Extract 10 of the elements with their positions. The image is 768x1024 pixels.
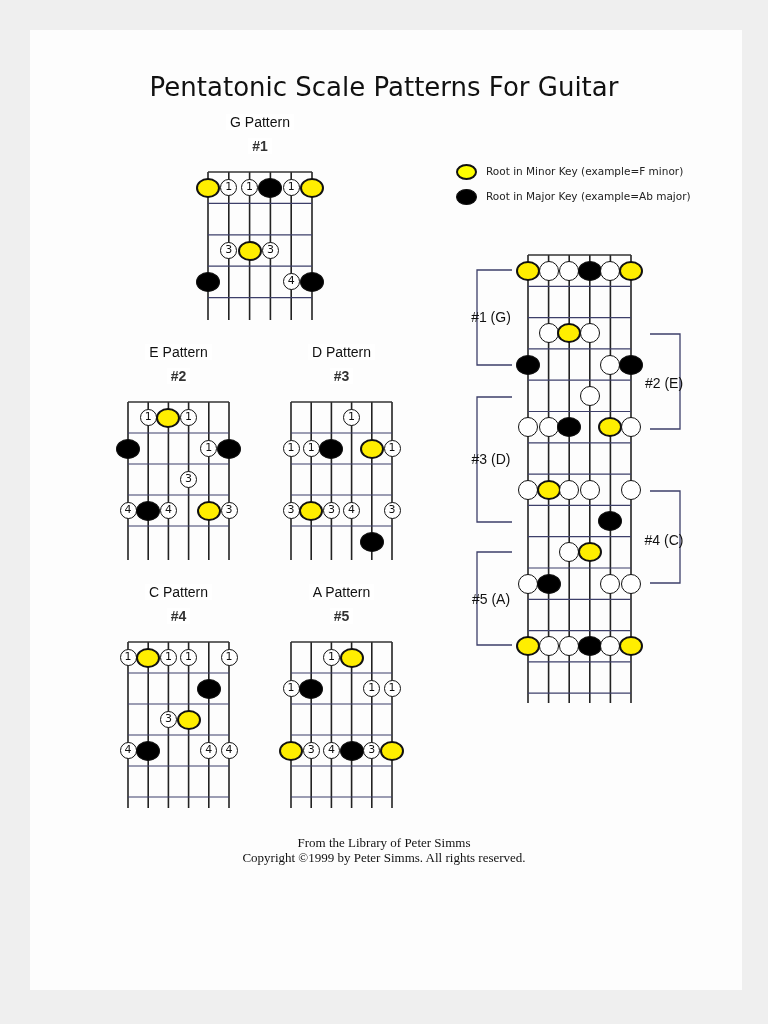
pattern-range-label: #4 (C) (644, 532, 684, 549)
pattern-range-label: #2 (E) (644, 375, 684, 392)
pattern-range-label: #1 (G) (471, 309, 511, 326)
footer-note: Copyright ©1999 by Peter Simms. All rights reserved. (241, 850, 527, 866)
pattern-range-label: #5 (A) (471, 591, 511, 608)
legend-text: Root in Minor Key (example=F minor) (486, 165, 684, 177)
page-title: Pentatonic Scale Patterns For Guitar (148, 72, 620, 102)
legend-text: Root in Major Key (example=Ab major) (486, 190, 691, 202)
footer-note: From the Library of Peter Simms (296, 835, 472, 851)
pattern-range-label: #3 (D) (471, 451, 511, 468)
